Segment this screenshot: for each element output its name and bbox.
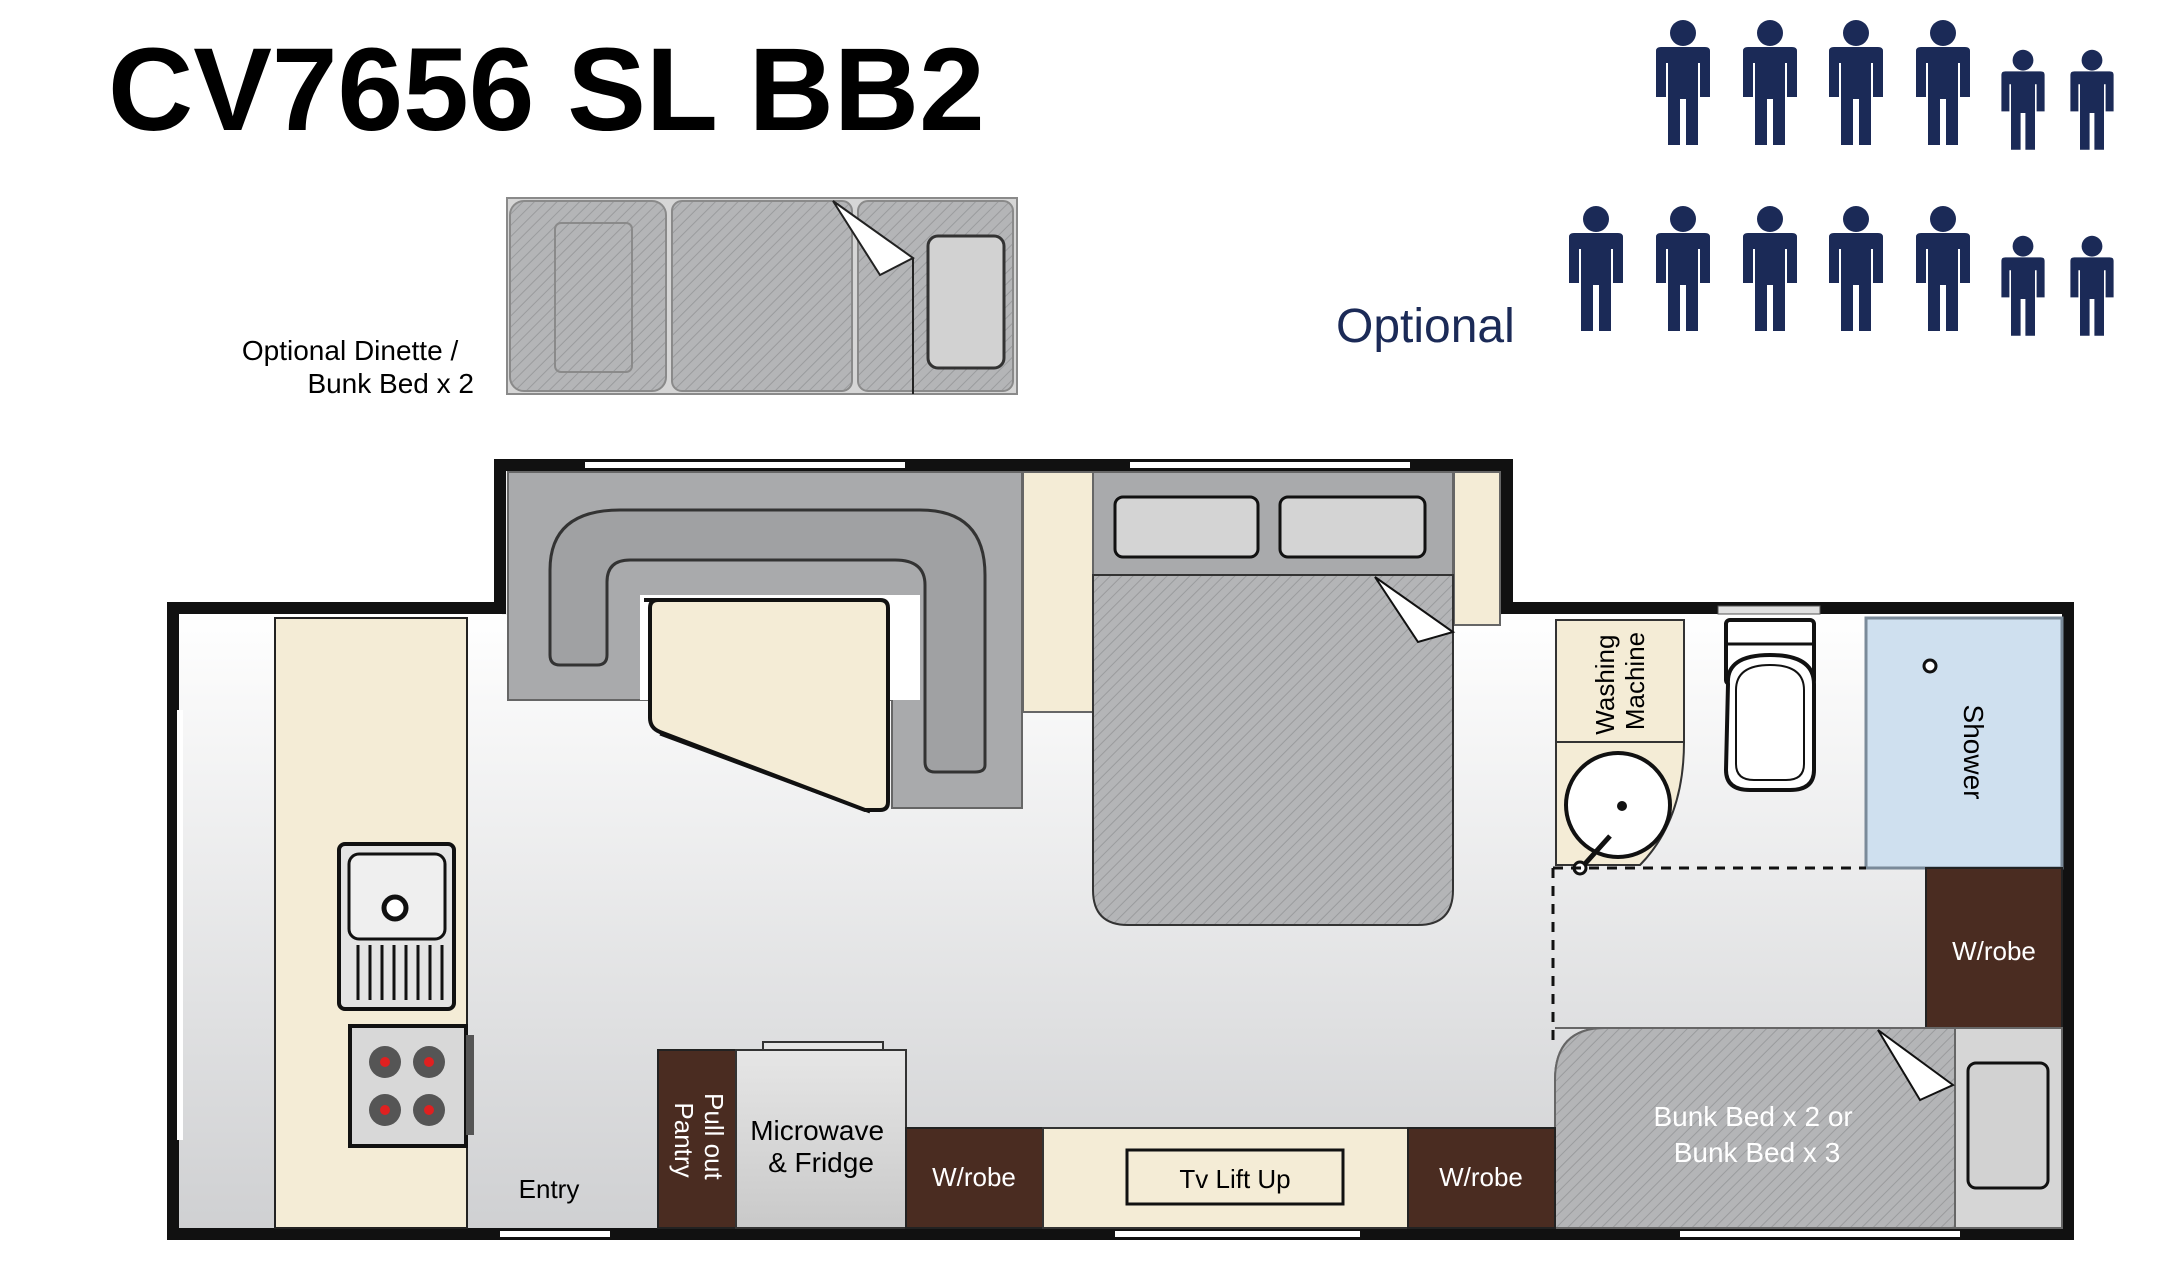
person-icon bbox=[2001, 235, 2045, 336]
person-icon bbox=[2070, 235, 2114, 336]
svg-text:Bunk Bed x 2 or Bunk Bed: Bunk Bed x 2 or Bunk Bed x 3 bbox=[1653, 1101, 1860, 1168]
microwave-fridge bbox=[735, 1049, 907, 1229]
person-icon bbox=[2070, 49, 2114, 150]
bunk-bed: Bunk Bed x 2 or Bunk Bed x 3 bbox=[1554, 1027, 2063, 1229]
wardrobe-rear bbox=[1925, 867, 2063, 1029]
person-icon bbox=[1569, 206, 1623, 331]
person-icon bbox=[1829, 20, 1883, 145]
pull-out-pantry bbox=[657, 1049, 737, 1229]
cabinet bbox=[1022, 471, 1094, 713]
person-icon bbox=[1656, 206, 1710, 331]
person-icon bbox=[1743, 206, 1797, 331]
windows bbox=[177, 462, 1960, 1237]
optional-dinette-label: Optional Dinette / Bunk Bed x 2 bbox=[242, 335, 474, 399]
person-icon bbox=[1743, 20, 1797, 145]
person-icon bbox=[1829, 206, 1883, 331]
optional-label: Optional bbox=[1336, 300, 1515, 353]
occupancy-optional bbox=[1569, 206, 2114, 336]
page-title: CV7656 SL BB2 bbox=[108, 24, 985, 156]
tv-lift bbox=[1125, 1148, 1345, 1206]
entry-label: Entry bbox=[519, 1174, 580, 1204]
svg-text:Shower: Shower bbox=[1958, 705, 1989, 800]
wardrobe-left bbox=[905, 1127, 1044, 1229]
bed bbox=[1092, 471, 1456, 926]
pull-out-pantry-label: Pull out Pantry bbox=[669, 1093, 729, 1187]
cabinet bbox=[1453, 471, 1501, 626]
wardrobe-rear-label: W/robe bbox=[1952, 936, 2036, 966]
wardrobe-right bbox=[1407, 1127, 1556, 1229]
svg-text:Washing Machine: Washing Machine bbox=[1590, 627, 1650, 734]
exterior-walls bbox=[167, 459, 2074, 1240]
shower: Shower bbox=[1864, 616, 2064, 870]
occupancy-standard bbox=[1656, 20, 2114, 150]
wardrobe-right-label: W/robe bbox=[1439, 1162, 1523, 1192]
person-icon bbox=[1916, 20, 1970, 145]
wardrobe-left-label: W/robe bbox=[932, 1162, 1016, 1192]
dinette bbox=[507, 471, 1023, 814]
person-icon bbox=[1916, 206, 1970, 331]
person-icon bbox=[2001, 49, 2045, 150]
optional-dinette-inset bbox=[506, 197, 1018, 395]
toilet bbox=[1723, 618, 1816, 792]
microwave-fridge-label: Microwave & Fridge bbox=[750, 1115, 892, 1178]
tv-lift-label: Tv Lift Up bbox=[1179, 1164, 1290, 1194]
person-icon bbox=[1656, 20, 1710, 145]
sink bbox=[337, 842, 456, 1011]
cooktop bbox=[348, 1024, 474, 1148]
